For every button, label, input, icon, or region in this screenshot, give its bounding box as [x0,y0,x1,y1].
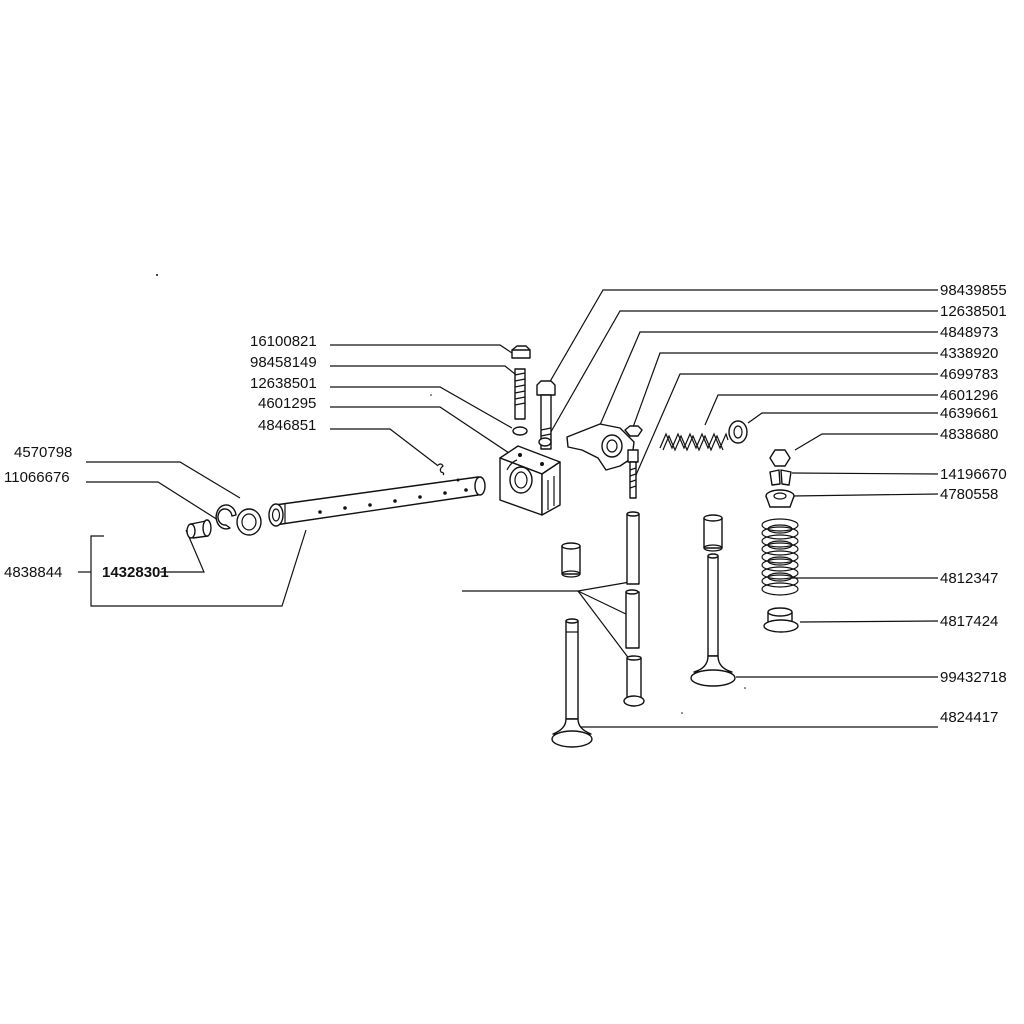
pushrod-assembly [623,511,645,707]
label-4838844: 4838844 [4,564,62,581]
label-4824417: 4824417 [940,709,998,726]
label-16100821: 16100821 [250,333,317,350]
bolt-and-washer [536,380,556,450]
label-4848973: 4848973 [940,324,998,341]
spring-retainer [765,489,795,508]
label-98458149: 98458149 [250,354,317,371]
leader-lines [78,289,939,728]
parts [156,274,799,748]
label-4780558: 4780558 [940,486,998,503]
valve-exhaust [690,514,736,687]
label-98439855: 98439855 [940,282,1007,299]
valve-cap [769,449,791,467]
label-4846851: 4846851 [258,417,316,434]
valve-intake [551,618,593,748]
label-4338920: 4338920 [940,345,998,362]
rocker-arm [566,423,639,499]
rocker-shaft [268,476,486,527]
rocker-spring [659,432,729,452]
label-99432718: 99432718 [940,669,1007,686]
label-4817424: 4817424 [940,613,998,630]
part-labels: 98439855 12638501 4848973 4338920 469978… [4,282,1007,726]
label-4699783: 4699783 [940,366,998,383]
shaft-washers [186,504,262,539]
rocker-bracket [499,445,561,516]
label-4812347: 4812347 [940,570,998,587]
valve-cotters [769,469,792,486]
label-14328301: 14328301 [102,564,169,581]
spring-washer [728,420,748,444]
label-11066676: 11066676 [4,469,70,486]
guide-bushing [561,542,581,578]
label-4639661: 4639661 [940,405,998,422]
adjuster-nut [624,425,643,437]
spring-seat [763,607,799,633]
valve-spring [761,518,799,596]
label-4601296: 4601296 [940,387,998,404]
label-12638501-left: 12638501 [250,375,317,392]
stud-nut-washer [511,345,531,436]
label-14196670: 14196670 [940,466,1007,483]
label-4570798: 4570798 [14,444,72,461]
retaining-clip [436,463,445,476]
label-4838680: 4838680 [940,426,998,443]
label-12638501-right: 12638501 [940,303,1007,320]
label-4601295: 4601295 [258,395,316,412]
